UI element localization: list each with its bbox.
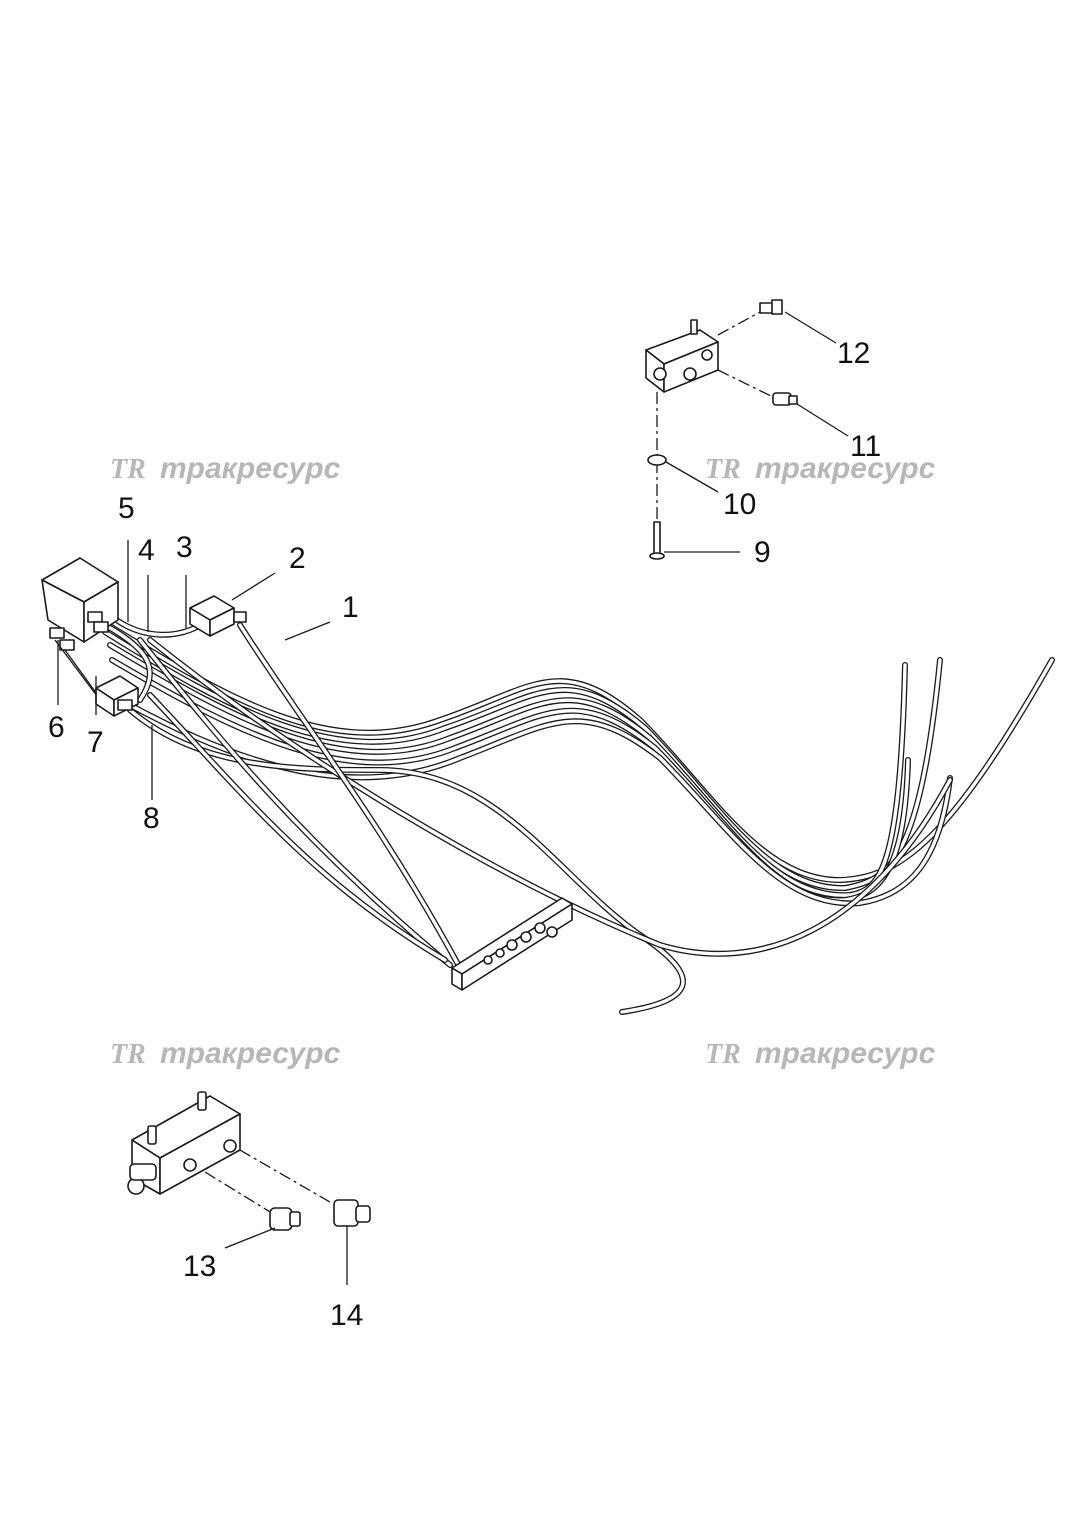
watermark-text: тракресурс [160,452,341,485]
elbow-fitting-12 [759,299,783,315]
watermark-top-left: TR тракресурс [110,452,341,485]
watermark-logo: TR [705,454,741,485]
callout-8: 8 [143,802,160,835]
hose-to-distributor [137,622,463,971]
detail-top-right [645,299,849,560]
main-leaders [57,540,331,800]
connector-block-2 [189,595,247,637]
callout-3: 3 [176,531,193,564]
watermark-logo: TR [110,454,146,485]
watermark-text: тракресурс [160,1037,341,1070]
adapter-13 [269,1207,301,1231]
callout-9: 9 [754,536,771,569]
callout-2: 2 [289,542,306,575]
hose-long-loop [127,637,953,1015]
watermark-bottom-left: TR тракресурс [110,1037,341,1070]
watermark-logo: TR [705,1039,741,1070]
callout-12: 12 [837,337,870,370]
callout-10: 10 [723,488,756,521]
fitting-cluster [49,611,111,713]
callout-13: 13 [183,1250,216,1283]
watermark-bottom-right: TR тракресурс [705,1037,936,1070]
callout-1: 1 [342,591,359,624]
callout-labels: 1 2 3 4 5 6 7 8 9 10 11 12 13 14 [48,337,881,1332]
callout-4: 4 [138,534,155,567]
distributor-rail [451,897,573,991]
watermark-text: тракресурс [755,1037,936,1070]
callout-5: 5 [118,492,135,525]
watermark-top-right: TR тракресурс [705,452,936,485]
watermark-text: тракресурс [755,452,936,485]
bolt-9 [649,521,665,560]
side-fitting [127,1163,157,1195]
callout-7: 7 [87,726,104,759]
watermark-logo: TR [110,1039,146,1070]
washer-10 [647,454,667,466]
straight-fitting-11 [772,392,798,406]
adapter-14 [333,1199,371,1227]
callout-6: 6 [48,711,65,744]
detail-bottom-left [127,1091,371,1285]
hose-harness [41,557,1055,1015]
callout-14: 14 [330,1299,363,1332]
connector-block-7 [95,675,139,717]
callout-11: 11 [850,430,881,463]
